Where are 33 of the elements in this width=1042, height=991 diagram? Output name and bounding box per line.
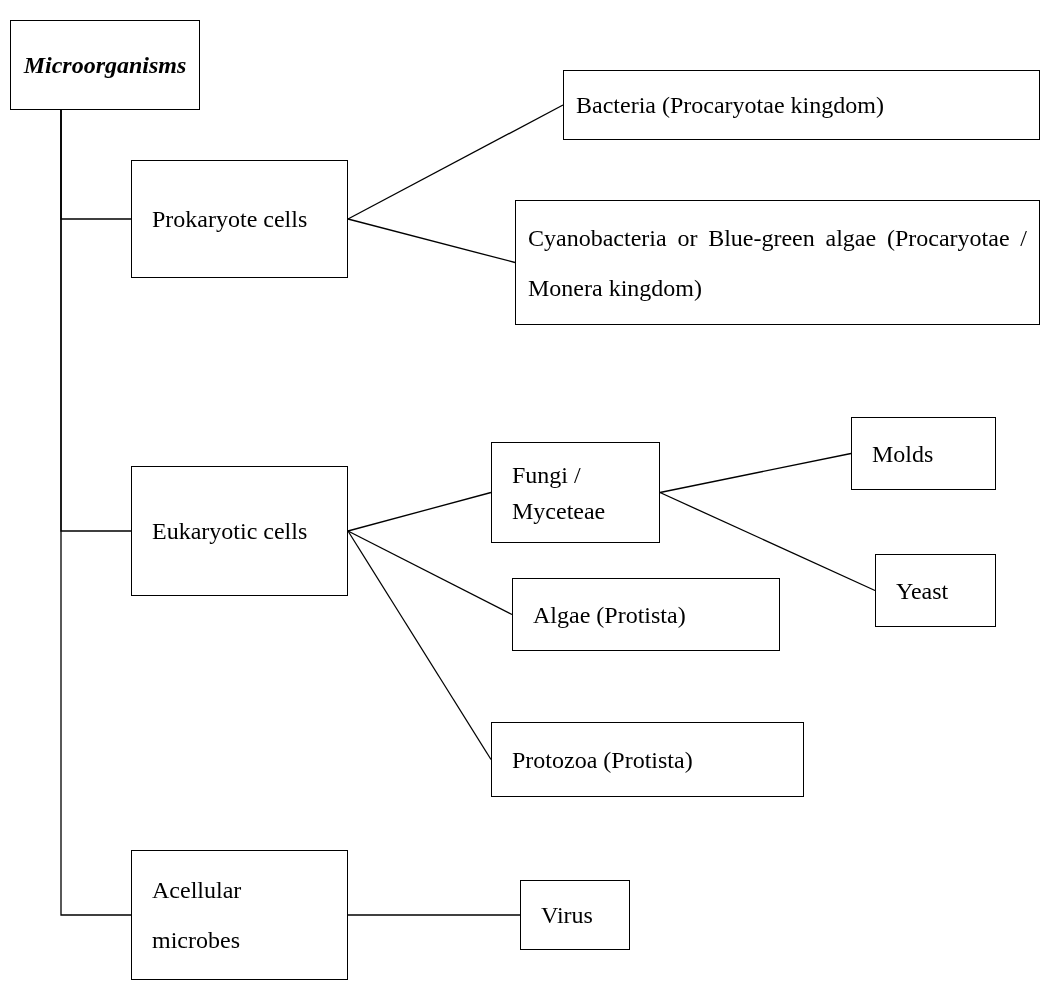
node-label: Microorganisms xyxy=(22,51,188,80)
connector-line xyxy=(659,491,876,592)
node-label: Virus xyxy=(541,901,594,930)
node-label: Molds xyxy=(872,439,935,469)
text-box xyxy=(491,442,660,543)
text-box xyxy=(131,850,348,980)
text-box xyxy=(875,554,996,627)
node-label: Protozoa (Protista) xyxy=(512,745,694,775)
text-box xyxy=(491,722,804,797)
connector-line xyxy=(347,530,513,616)
connector-line xyxy=(347,491,492,532)
text-box xyxy=(851,417,996,490)
connector-line xyxy=(347,218,516,264)
text-box xyxy=(520,880,630,950)
node-label: Acellular microbes xyxy=(152,876,243,955)
node-label: Eukaryotic cells xyxy=(152,517,309,546)
connector-line xyxy=(60,109,132,916)
node-label: Prokaryote cells xyxy=(152,205,309,234)
node-label: Fungi / Myceteae xyxy=(512,460,607,526)
text-box xyxy=(515,200,1040,325)
node-label: Algae (Protista) xyxy=(533,600,687,630)
connector-line xyxy=(347,914,521,916)
text-box xyxy=(131,466,348,596)
connector-line xyxy=(347,104,564,220)
text-box xyxy=(10,20,200,110)
text-box xyxy=(563,70,1040,140)
node-label: Cyanobacteria or Blue-green algae (Procaryotae / Monera kingdom) xyxy=(528,223,1027,303)
text-box xyxy=(512,578,780,651)
node-label: Bacteria (Procaryotae kingdom) xyxy=(576,91,885,120)
text-box xyxy=(131,160,348,278)
connector-line xyxy=(659,452,852,494)
connector-line xyxy=(347,530,492,761)
node-label: Yeast xyxy=(896,576,950,606)
